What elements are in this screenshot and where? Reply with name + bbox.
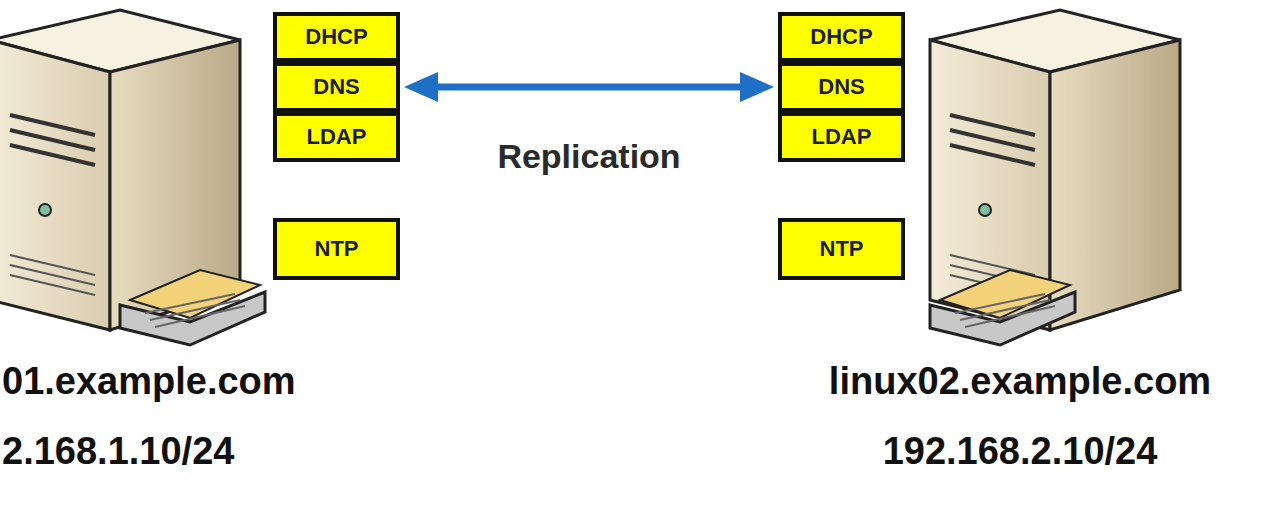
host-label: 2.168.1.10/24: [2, 430, 234, 473]
service-name: DHCP: [305, 24, 367, 50]
service-box: DNS: [778, 62, 905, 112]
edge-label: Replication: [497, 137, 680, 176]
server-tower: [0, 10, 265, 345]
service-box: LDAP: [778, 112, 905, 162]
service-name: LDAP: [812, 124, 872, 150]
replication-arrow: [404, 72, 774, 102]
service-name: DHCP: [810, 24, 872, 50]
service-name: DNS: [313, 74, 359, 100]
service-box: NTP: [273, 218, 400, 280]
service-box: DNS: [273, 62, 400, 112]
service-name: NTP: [820, 236, 864, 262]
service-box: DHCP: [778, 12, 905, 62]
host-label: 192.168.2.10/24: [883, 430, 1158, 473]
host-label: 01.example.com: [2, 360, 296, 403]
server-tower: [930, 10, 1180, 345]
service-name: LDAP: [307, 124, 367, 150]
service-name: DNS: [818, 74, 864, 100]
host-label: linux02.example.com: [829, 360, 1211, 403]
service-box: NTP: [778, 218, 905, 280]
service-box: LDAP: [273, 112, 400, 162]
service-name: NTP: [315, 236, 359, 262]
service-box: DHCP: [273, 12, 400, 62]
